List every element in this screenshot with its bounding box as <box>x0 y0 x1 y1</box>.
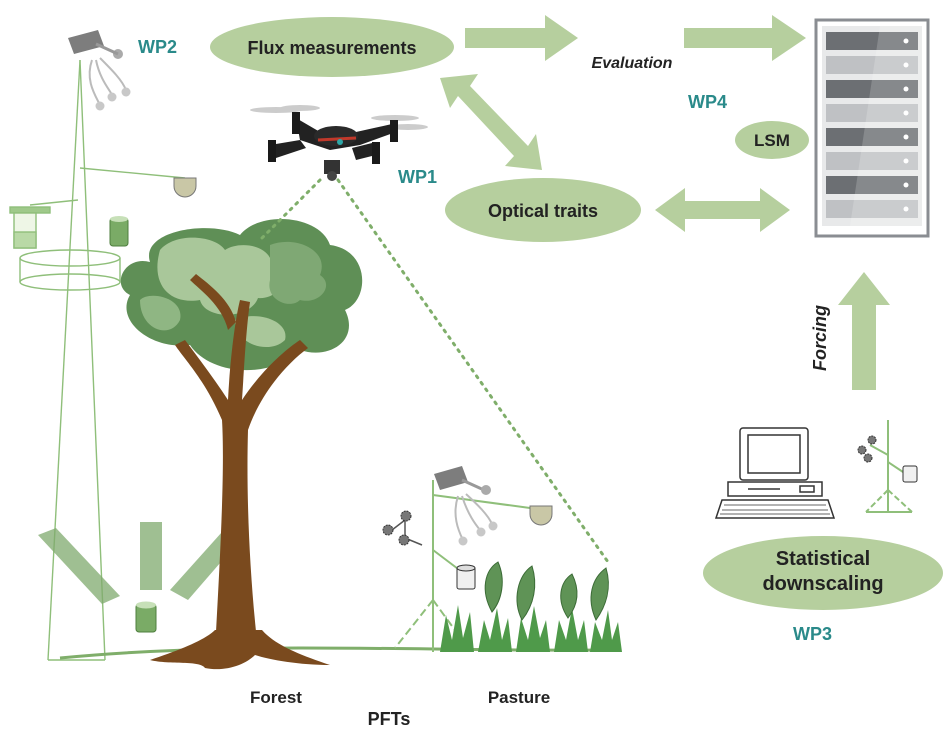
pasture-plant-leaves-icon <box>484 561 609 621</box>
ground-panel-icon <box>38 522 240 604</box>
drone-icon <box>250 105 428 181</box>
drone-view-lines <box>256 178 610 564</box>
lsm-node <box>735 121 809 159</box>
server-rack-icon <box>814 18 930 238</box>
optical-traits-label: Optical traits <box>488 201 598 221</box>
evaluation-to-server-arrow <box>684 15 806 61</box>
grass-icon <box>440 605 622 652</box>
tree-icon <box>120 218 363 670</box>
weather-station-icon <box>857 420 918 513</box>
evaluation-label: Evaluation <box>592 55 673 72</box>
radiation-sensor-icon <box>173 177 197 198</box>
flux-measurements-label: Flux measurements <box>247 38 416 58</box>
statistical-downscaling-node <box>703 536 943 610</box>
wp3-label: WP3 <box>793 624 832 644</box>
desktop-computer-icon <box>714 427 836 519</box>
wp2-label: WP2 <box>138 37 177 57</box>
wp4-label: WP4 <box>688 92 727 112</box>
pfts-label: PFTs <box>368 709 411 729</box>
tower-sensor-icon <box>68 30 131 111</box>
pasture-label: Pasture <box>488 688 550 707</box>
optical-server-double-arrow <box>655 188 790 232</box>
forcing-label: Forcing <box>810 305 830 371</box>
optical-traits-node <box>445 178 641 242</box>
wp1-label: WP1 <box>398 167 437 187</box>
downscaling-label-line2: downscaling <box>762 573 883 595</box>
flux-measurements-node <box>210 17 454 77</box>
flux-tower-icon <box>9 59 186 661</box>
downscaling-label-line1: Statistical <box>776 548 870 570</box>
anemometer-icon <box>382 510 423 546</box>
flux-optical-double-arrow <box>440 74 542 170</box>
pasture-sensor-head-icon <box>434 466 498 546</box>
pasture-cylinder-sensor-icon <box>456 564 476 590</box>
forcing-up-arrow <box>838 272 890 390</box>
forest-label: Forest <box>250 688 302 707</box>
flux-to-evaluation-arrow <box>465 15 578 61</box>
cylinder-sensor-icon <box>109 216 129 247</box>
pasture-dome-sensor-icon <box>529 505 553 526</box>
lsm-label: LSM <box>754 131 790 150</box>
soil-sensor-icon <box>135 601 157 633</box>
